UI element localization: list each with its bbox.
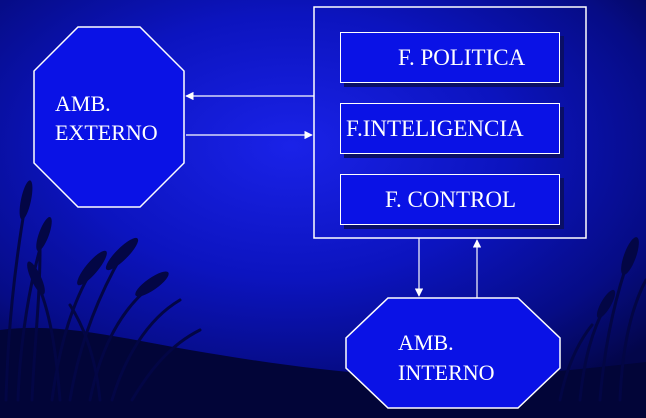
grass-heads-left — [19, 180, 169, 297]
function-label-control: F. CONTROL — [385, 186, 517, 212]
grass-heads-right — [596, 237, 639, 319]
internal-environment-line1: AMB. — [398, 330, 454, 355]
external-environment-line1: AMB. — [55, 91, 111, 116]
function-label-inteligencia: F.INTELIGENCIA — [346, 115, 524, 141]
internal-environment-octagon — [345, 297, 561, 409]
external-environment-line2: EXTERNO — [55, 120, 158, 145]
function-box-control: F. CONTROL — [340, 174, 560, 225]
system-container — [313, 6, 587, 239]
external-environment-octagon — [33, 26, 185, 208]
function-label-politica: F. POLITICA — [398, 44, 526, 70]
function-box-inteligencia: F.INTELIGENCIA — [340, 103, 560, 154]
function-box-politica: F. POLITICA — [340, 32, 560, 83]
internal-environment-line2: INTERNO — [398, 360, 495, 385]
